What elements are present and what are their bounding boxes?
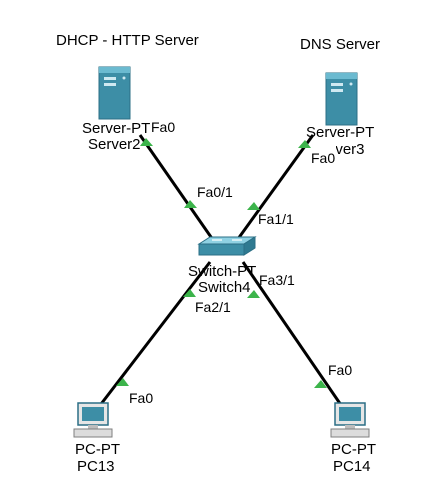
- server3-name-label: Server3: [312, 141, 365, 158]
- port-indicator-switch-fa11: [247, 202, 260, 210]
- dns-server-label: DNS Server: [300, 36, 381, 53]
- port-indicator-pc13-fa0: [116, 378, 129, 386]
- pc14-icon[interactable]: [330, 402, 370, 438]
- switch-fa21-label: Fa2/1: [195, 299, 231, 315]
- server2-name-label: Server2: [88, 136, 141, 153]
- port-indicator-server2-fa0: [140, 138, 153, 146]
- pc13-name-label: PC13: [77, 458, 115, 475]
- port-indicator-pc14-fa0: [314, 380, 327, 388]
- switch-fa31-label: Fa3/1: [259, 272, 295, 288]
- pc14-type-label: PC-PT: [331, 441, 376, 458]
- dhcp-http-server-label: DHCP - HTTP Server: [56, 32, 199, 49]
- switch-fa01-label: Fa0/1: [197, 184, 233, 200]
- server3-interface-label: Fa0: [311, 150, 336, 166]
- pc13-type-label: PC-PT: [75, 441, 120, 458]
- link-pc14-switch[interactable]: [241, 261, 343, 406]
- link-pc13-switch[interactable]: [96, 261, 212, 409]
- switch4-icon[interactable]: [197, 236, 257, 256]
- port-indicator-switch-fa31: [247, 290, 260, 298]
- pc13-interface-label: Fa0: [129, 390, 154, 406]
- switch-fa11-label: Fa1/1: [258, 211, 294, 227]
- pc14-interface-label: Fa0: [328, 362, 353, 378]
- server3-icon[interactable]: [325, 72, 358, 126]
- link-server2-switch[interactable]: [138, 134, 222, 251]
- port-indicator-switch-fa21: [183, 289, 196, 297]
- server2-interface-label: Fa0: [151, 119, 176, 135]
- pc13-icon[interactable]: [73, 402, 113, 438]
- switch4-type-label: Switch-PT: [188, 263, 257, 280]
- switch4-name-label: Switch4: [198, 279, 251, 296]
- pc14-name-label: PC14: [333, 458, 371, 475]
- link-server3-switch[interactable]: [228, 134, 315, 251]
- port-indicator-switch-fa01: [184, 200, 197, 208]
- server2-type-label: Server-PT: [82, 120, 151, 137]
- server3-type-label: Server-PT: [306, 124, 375, 141]
- port-indicator-server3-fa0: [298, 140, 311, 148]
- server2-icon[interactable]: [98, 66, 131, 120]
